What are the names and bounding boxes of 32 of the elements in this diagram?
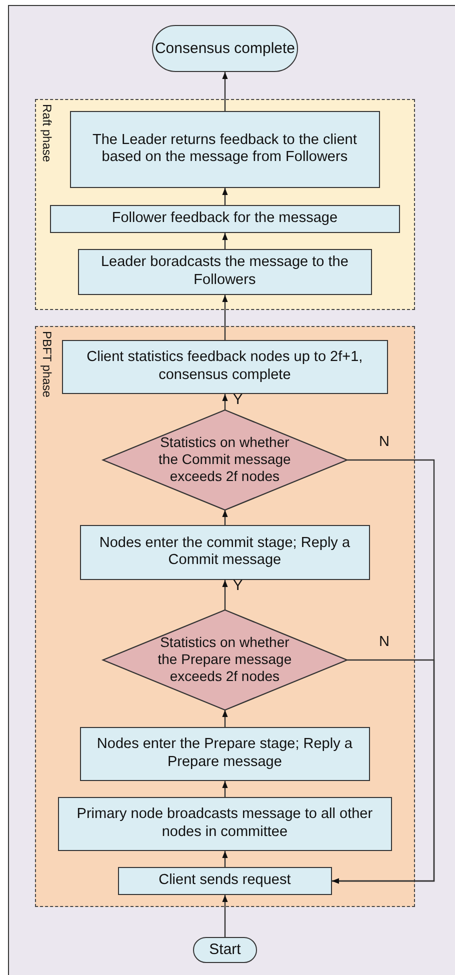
arrow	[222, 895, 228, 937]
process-box: Primary node broadcasts message to all other nodes in committee	[58, 796, 392, 851]
arrow	[332, 459, 435, 884]
arrow	[222, 295, 228, 340]
process-box: Leader boradcasts the message to the Followers	[78, 248, 372, 295]
arrow	[222, 233, 228, 249]
arrow	[222, 394, 228, 410]
process-box: Follower feedback for the message	[50, 204, 400, 233]
terminal-box: Start	[193, 937, 257, 963]
process-box: The Leader returns feedback to the client based on the message from Followers	[70, 110, 380, 188]
process-box: Nodes enter the Prepare stage; Reply a Prepare message	[80, 726, 370, 781]
process-box: Nodes enter the commit stage; Reply a Commit message	[80, 524, 370, 580]
arrow	[222, 851, 228, 867]
edge-label: N	[378, 434, 390, 450]
arrow	[222, 72, 228, 111]
phase-label: Raft phase	[40, 104, 54, 162]
decision-diamond: Statistics on whether the Prepare message exceeds 2f nodes	[102, 610, 347, 710]
edge-label: Y	[232, 578, 244, 594]
process-box: Client sends request	[118, 866, 332, 895]
arrow	[222, 580, 228, 610]
phase-group	[35, 326, 415, 907]
decision-diamond: Statistics on whether the Commit message exceeds 2f nodes	[102, 410, 347, 510]
arrow	[222, 510, 228, 525]
edge-label: Y	[232, 392, 244, 408]
arrow	[222, 188, 228, 205]
arrow	[222, 710, 228, 727]
terminal-box: Consensus complete	[152, 25, 298, 72]
arrow	[222, 781, 228, 797]
edge-label: N	[378, 634, 390, 650]
process-box: Client statistics feedback nodes up to 2f+1, consensus complete	[62, 340, 388, 394]
phase-group	[35, 99, 415, 310]
phase-label: PBFT phase	[40, 331, 54, 398]
